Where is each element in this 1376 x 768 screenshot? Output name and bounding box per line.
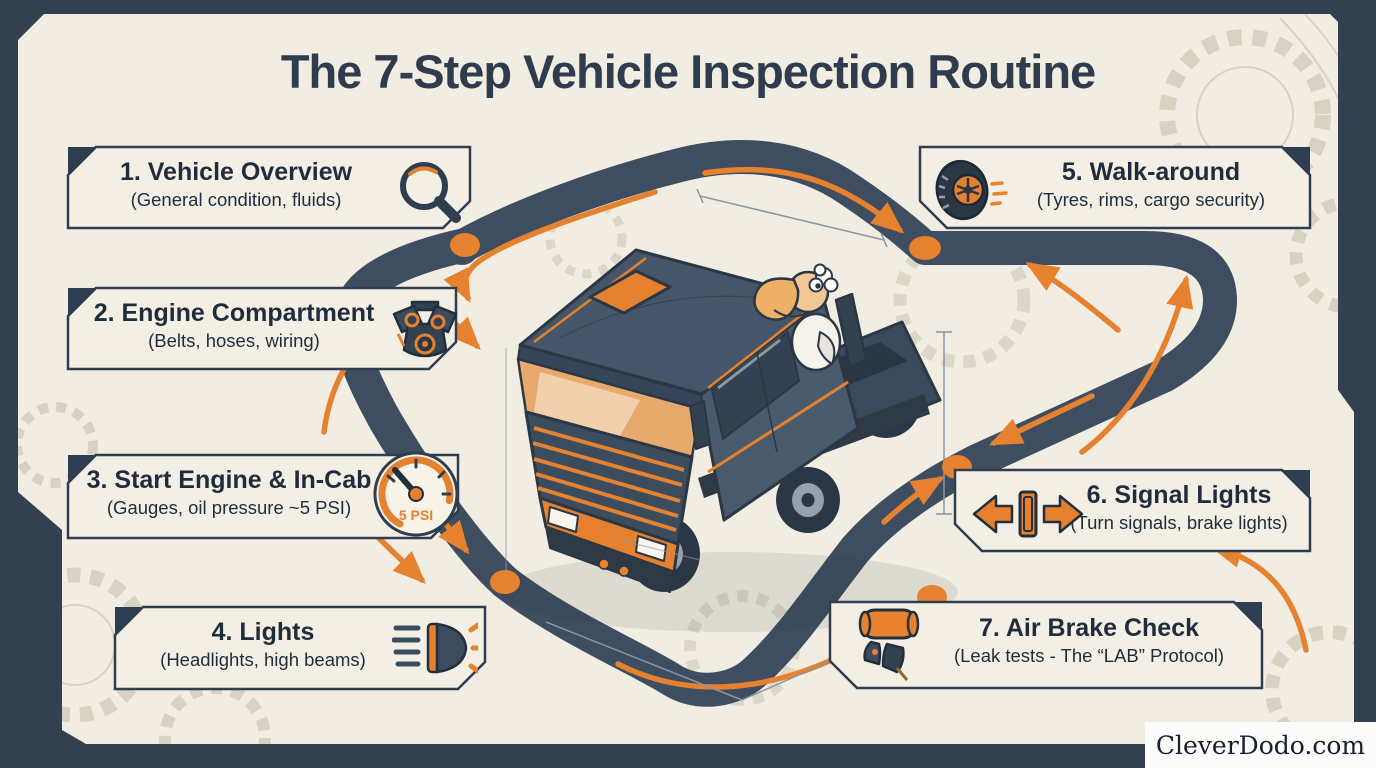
side-mirror xyxy=(689,400,711,450)
arrow-uturn xyxy=(443,189,658,303)
step5-subtitle: (Tyres, rims, cargo security) xyxy=(1036,188,1266,210)
exhaust-stack xyxy=(834,292,868,368)
step1-text: 1. Vehicle Overview (General condition, … xyxy=(90,158,382,210)
air-brake-icon xyxy=(858,608,920,681)
engine-icon xyxy=(392,300,458,358)
sunroof xyxy=(588,269,672,315)
box-corner-triangles xyxy=(68,147,1310,635)
tyre-icon xyxy=(935,159,1008,221)
watermark: CleverDodo.com xyxy=(1145,722,1376,768)
step4-subtitle: (Headlights, high beams) xyxy=(160,648,366,670)
grille-slats xyxy=(532,426,685,532)
side-trim xyxy=(707,380,849,474)
arrow-right-road xyxy=(989,393,1095,446)
step7-text: 7. Air Brake Check (Leak tests - The “LA… xyxy=(928,614,1250,666)
arrow-far-right-arc xyxy=(1208,540,1309,653)
step5-title: 5. Walk-around xyxy=(1061,158,1241,186)
dodo-beak xyxy=(753,277,800,321)
gauge-label: 5 PSI xyxy=(399,507,433,523)
arrow-to-step5-dot xyxy=(1025,262,1121,333)
arrow-right-arc xyxy=(1079,274,1194,455)
door-seam xyxy=(756,352,778,453)
step4-title: 4. Lights xyxy=(211,618,315,646)
arrow-to-step6-dot xyxy=(881,476,945,525)
step3-text: 3. Start Engine & In-Cab (Gauges, oil pr… xyxy=(78,466,380,518)
step2-text: 2. Engine Compartment (Belts, hoses, wir… xyxy=(84,299,384,351)
step2-subtitle: (Belts, hoses, wiring) xyxy=(148,329,320,351)
fog-light xyxy=(598,558,610,570)
step5-text: 5. Walk-around (Tyres, rims, cargo secur… xyxy=(1005,158,1297,210)
step-box-shells xyxy=(66,145,1312,691)
step3-title: 3. Start Engine & In-Cab xyxy=(86,466,372,494)
magnifier-icon xyxy=(400,162,461,223)
arrow-top-road xyxy=(702,166,905,234)
step3-subtitle: (Gauges, oil pressure ~5 PSI) xyxy=(106,496,352,518)
step7-title: 7. Air Brake Check xyxy=(978,614,1200,642)
front-skirt xyxy=(545,526,675,593)
step4-text: 4. Lights (Headlights, high beams) xyxy=(130,618,396,670)
signal-arrows-icon xyxy=(972,490,1084,538)
headlight-icon xyxy=(392,622,478,674)
headlight-left xyxy=(547,506,579,533)
fog-light xyxy=(618,565,630,577)
step7-subtitle: (Leak tests - The “LAB” Protocol) xyxy=(953,644,1225,666)
page-title: The 7-Step Vehicle Inspection Routine xyxy=(280,45,1096,98)
step6-text: 6. Signal Lights (Turn signals, brake li… xyxy=(1058,481,1300,533)
gauge-icon: 5 PSI xyxy=(373,451,459,537)
door-window xyxy=(711,331,800,440)
step6-subtitle: (Turn signals, brake lights) xyxy=(1070,511,1288,533)
step6-title: 6. Signal Lights xyxy=(1086,481,1272,509)
step1-title: 1. Vehicle Overview xyxy=(119,158,353,186)
step2-title: 2. Engine Compartment xyxy=(93,299,375,327)
dodo-mascot xyxy=(753,263,842,372)
step1-subtitle: (General condition, fluids) xyxy=(130,188,342,210)
drive-wheel xyxy=(776,467,840,533)
